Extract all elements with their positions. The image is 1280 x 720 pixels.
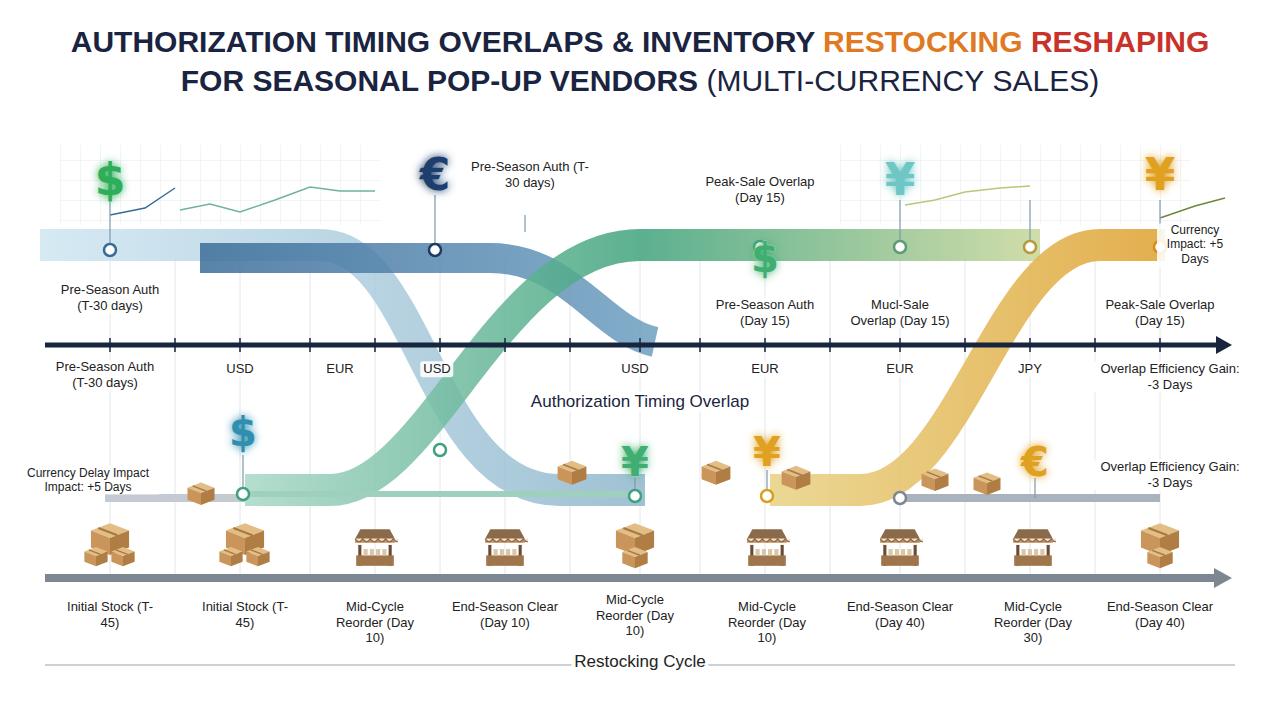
axis-label: EUR [323,361,356,377]
diagram-title: AUTHORIZATION TIMING OVERLAPS & INVENTOR… [40,22,1240,100]
annotation-label: Currency Delay Impact Impact: +5 Days [15,466,161,495]
axis-label: EUR [883,361,916,377]
annotation-label: Mid-Cycle Reorder (Day 10) [582,592,688,639]
axis-label: EUR [748,361,781,377]
annotation-label: Peak-Sale Overlap (Day 15) [697,174,823,205]
annotation-label: Initial Stock (T-45) [57,599,163,630]
currency-symbol: ¥ [753,432,781,472]
annotation-label: Initial Stock (T-45) [192,599,298,630]
axis-label: USD [420,361,453,377]
annotation-label: Pre-Season Auth (Day 15) [706,297,824,328]
currency-symbol: € [1021,442,1049,482]
annotation-label: Mid-Cycle Reorder (Day 10) [327,599,423,646]
annotation-label: Mid-Cycle Reorder (Day 10) [719,599,815,646]
currency-symbol: ¥ [1145,153,1176,197]
currency-symbol: $ [229,412,257,452]
annotation-label: End-Season Clear (Day 40) [842,599,958,630]
axis-label: USD [223,361,256,377]
annotation-label: Overlap Efficiency Gain: -3 Days [1092,361,1248,392]
section-heading: Restocking Cycle [571,652,708,672]
annotation-label: Mucl-Sale Overlap (Day 15) [847,297,953,328]
section-heading: Authorization Timing Overlap [528,392,752,412]
currency-symbol: $ [751,238,779,278]
axis-label: JPY [1015,361,1045,377]
annotation-label: Peak-Sale Overlap (Day 15) [1101,297,1219,328]
annotation-label: Mid-Cycle Reorder (Day 30) [985,599,1081,646]
annotation-label: Pre-Season Auth (T-30 days) [51,282,169,313]
currency-symbol: $ [95,158,126,202]
annotation-label: End-Season Clear (Day 10) [447,599,563,630]
annotation-label: Pre-Season Auth (T-30 days) [467,159,593,190]
currency-symbol: ¥ [885,158,916,202]
axis-label: USD [618,361,651,377]
annotation-label: Overlap Efficiency Gain: -3 Days [1092,459,1248,490]
currency-symbol: € [420,153,451,197]
annotation-label: Currency Impact: +5 Days [1157,223,1233,266]
annotation-label: End-Season Clear (Day 40) [1102,599,1218,630]
annotation-label: Pre-Season Auth (T-30 days) [46,359,164,390]
currency-symbol: ¥ [621,442,649,482]
